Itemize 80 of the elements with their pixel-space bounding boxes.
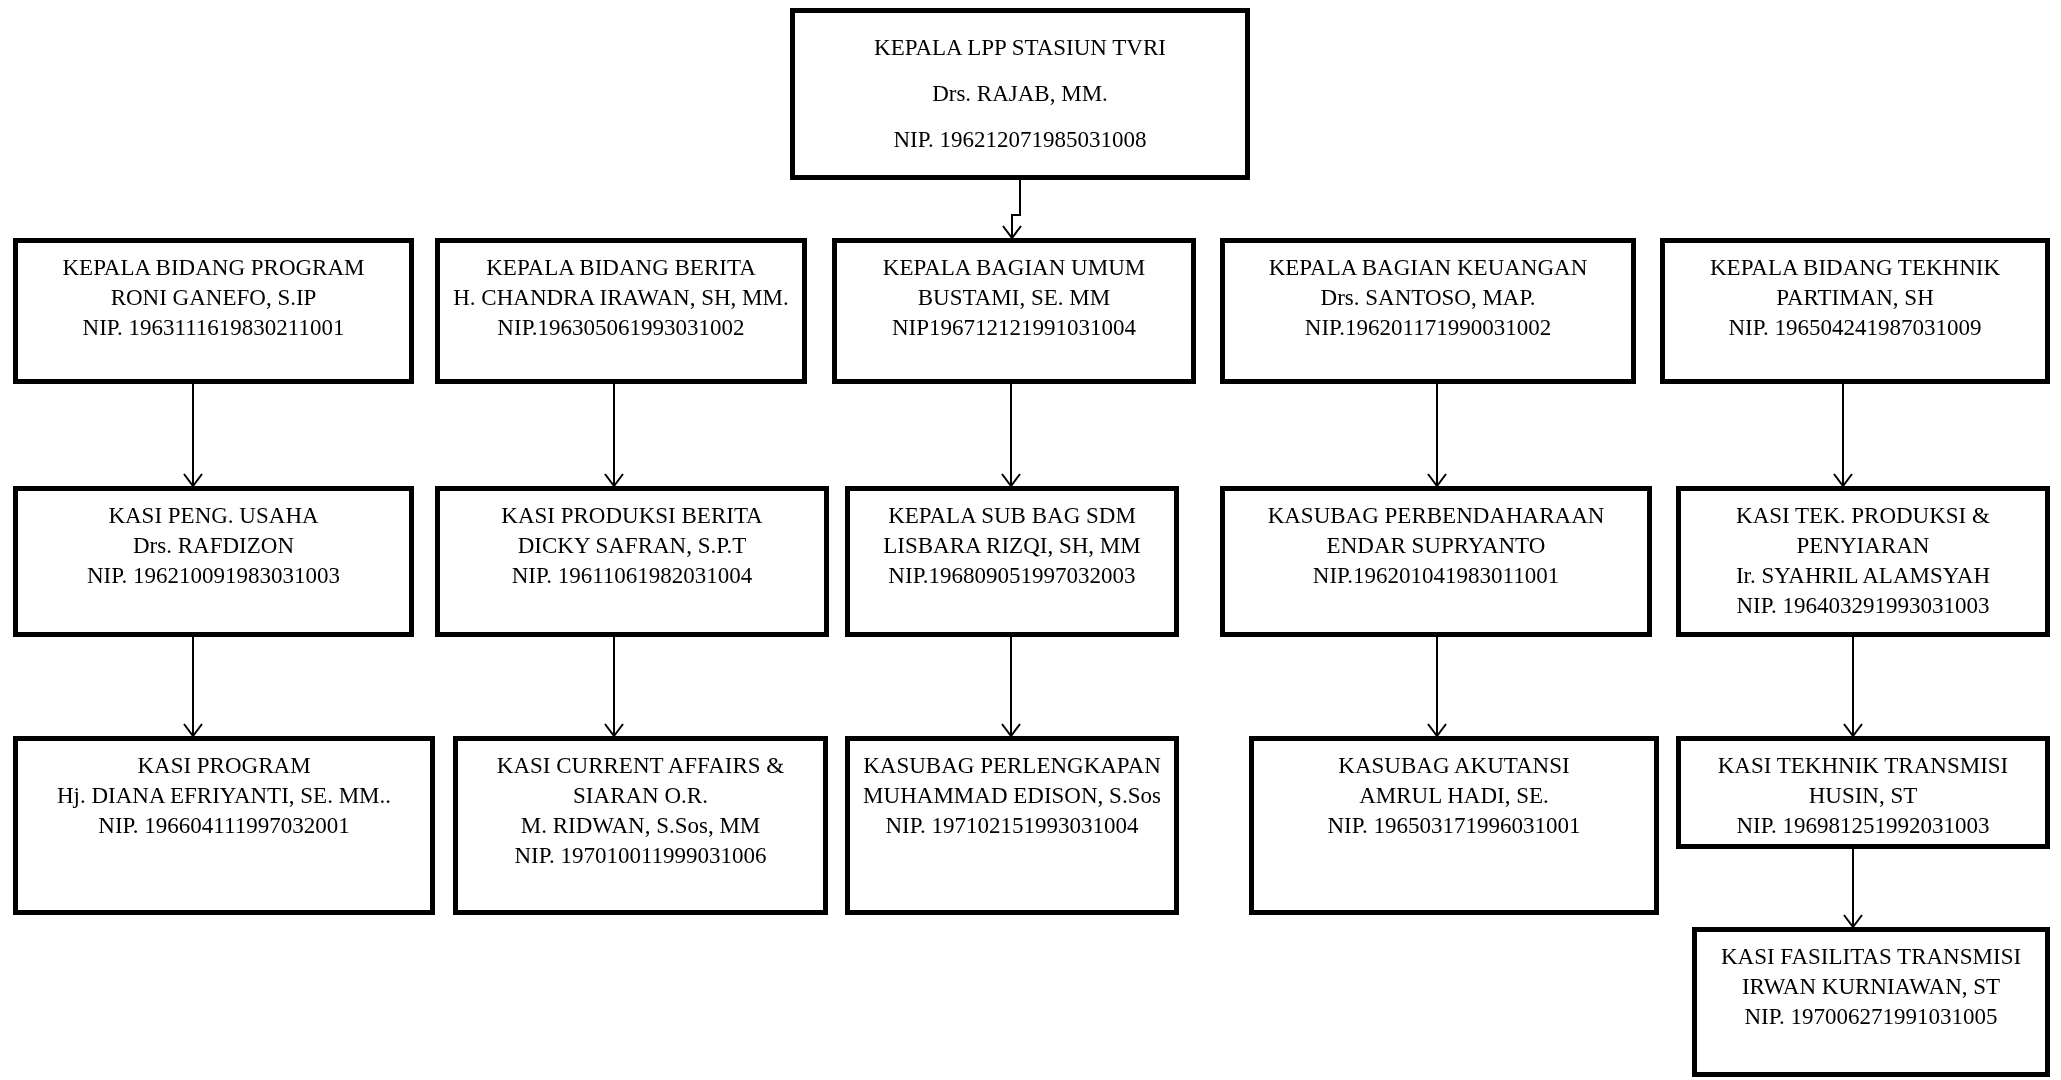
nip-number: NIP. 196504241987031009	[1728, 314, 1982, 342]
org-box	[1249, 736, 1659, 915]
arrow	[183, 636, 203, 737]
nip-number: NIP. 197102151993031004	[885, 812, 1139, 840]
org-box	[1660, 238, 2050, 384]
org-box	[1676, 736, 2050, 849]
arrow	[183, 383, 203, 487]
nip-number: NIP. 196503171996031001	[1327, 812, 1581, 840]
person-name: LISBARA RIZQI, SH, MM	[883, 532, 1141, 560]
person-name: HUSIN, ST	[1808, 782, 1918, 810]
arrow	[1843, 848, 1863, 928]
arrow	[1843, 636, 1863, 737]
org-box	[1692, 927, 2050, 1077]
person-name: RONI GANEFO, S.IP	[110, 284, 317, 312]
nip-number: NIP. 197010011999031006	[514, 842, 767, 870]
person-name: Drs. RAFDIZON	[133, 532, 294, 560]
person-name: M. RIDWAN, S.Sos, MM	[520, 812, 761, 840]
position-title: KASI CURRENT AFFAIRS & SIARAN O.R.	[495, 752, 786, 810]
position-title: KASI PROGRAM	[137, 752, 311, 780]
position-title: KEPALA BAGIAN KEUANGAN	[1268, 254, 1588, 282]
org-box	[1220, 238, 1636, 384]
org-box	[845, 736, 1179, 915]
org-box	[453, 736, 828, 915]
person-name: Drs. RAJAB, MM.	[932, 80, 1108, 108]
org-box	[1676, 486, 2050, 637]
position-title: KEPALA BIDANG TEKHNIK	[1709, 254, 2001, 282]
nip-number: NIP. 196981251992031003	[1736, 812, 1990, 840]
org-box	[435, 238, 807, 384]
arrow	[604, 636, 624, 737]
position-title: KASI TEKHNIK TRANSMISI	[1717, 752, 2009, 780]
arrow	[1001, 636, 1021, 737]
nip-number: NIP.196305061993031002	[497, 314, 745, 342]
org-box	[13, 238, 414, 384]
person-name: MUHAMMAD EDISON, S.Sos	[863, 782, 1161, 810]
person-name: PARTIMAN, SH	[1776, 284, 1934, 312]
person-name: Hj. DIANA EFRIYANTI, SE. MM..	[56, 782, 392, 810]
person-name: BUSTAMI, SE. MM	[917, 284, 1111, 312]
position-title: KEPALA BAGIAN UMUM	[882, 254, 1146, 282]
person-name: ENDAR SUPRYANTO	[1326, 532, 1546, 560]
position-title: KEPALA BIDANG PROGRAM	[62, 254, 365, 282]
person-name: H. CHANDRA IRAWAN, SH, MM.	[453, 284, 789, 312]
nip-number: NIP. 19611061982031004	[511, 562, 753, 590]
position-title: KEPALA SUB BAG SDM	[888, 502, 1136, 530]
nip-number: NIP.196809051997032003	[888, 562, 1136, 590]
position-title: KASI PRODUKSI BERITA	[501, 502, 763, 530]
arrow	[604, 383, 624, 487]
position-title: KASUBAG PERLENGKAPAN	[863, 752, 1161, 780]
nip-number: NIP. 196212071985031008	[893, 126, 1147, 154]
arrow	[1427, 636, 1447, 737]
position-title: KASUBAG AKUTANSI	[1338, 752, 1570, 780]
position-title: KASI TEK. PRODUKSI & PENYIARAN	[1735, 502, 1991, 560]
nip-number: NIP. 1963111619830211001	[82, 314, 345, 342]
position-title: KASI PENG. USAHA	[108, 502, 319, 530]
nip-number: NIP.196201041983011001	[1312, 562, 1560, 590]
person-name: DICKY SAFRAN, S.P.T	[517, 532, 747, 560]
org-box	[13, 486, 414, 637]
nip-number: NIP. 197006271991031005	[1744, 1003, 1998, 1031]
position-title: KEPALA LPP STASIUN TVRI	[874, 34, 1166, 62]
nip-number: NIP196712121991031004	[891, 314, 1137, 342]
person-name: Drs. SANTOSO, MAP.	[1320, 284, 1536, 312]
person-name: IRWAN KURNIAWAN, ST	[1741, 973, 2001, 1001]
position-title: KASI FASILITAS TRANSMISI	[1720, 943, 2022, 971]
position-title: KEPALA BIDANG BERITA	[486, 254, 756, 282]
org-box	[1220, 486, 1652, 637]
arrow	[1833, 383, 1853, 487]
arrow	[1427, 383, 1447, 487]
org-box	[790, 8, 1250, 180]
org-box	[13, 736, 435, 915]
arrow	[1002, 179, 1022, 239]
nip-number: NIP.196201171990031002	[1304, 314, 1552, 342]
nip-number: NIP. 196210091983031003	[87, 562, 340, 590]
position-title: KASUBAG PERBENDAHARAAN	[1267, 502, 1605, 530]
person-name: AMRUL HADI, SE.	[1359, 782, 1549, 810]
org-box	[435, 486, 829, 637]
org-box	[832, 238, 1196, 384]
arrow	[1001, 383, 1021, 487]
nip-number: NIP. 196604111997032001	[98, 812, 350, 840]
person-name: Ir. SYAHRIL ALAMSYAH	[1735, 562, 1991, 590]
nip-number: NIP. 196403291993031003	[1736, 592, 1990, 620]
org-box	[845, 486, 1179, 637]
